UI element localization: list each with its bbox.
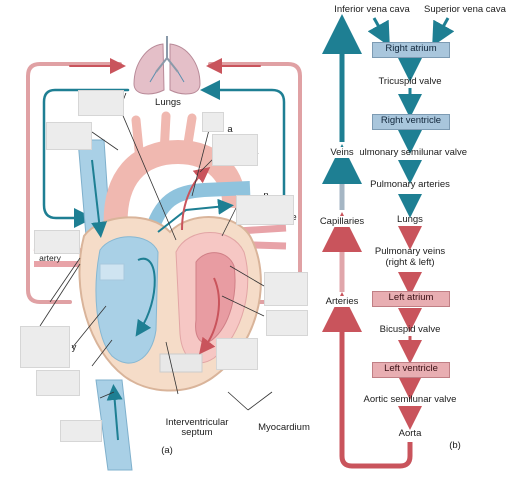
blank-label-box [236,195,294,225]
lungs-illustration [133,36,201,95]
pulmonary-veins-line2: (right & left) [385,257,435,268]
bicuspid-valve-label: Bicuspid valve [379,324,441,335]
blank-label-box [60,420,102,442]
inferior-vena-cava-label: Inferior vena cava [334,4,410,15]
fragment-label: artery [39,253,61,263]
aortic-semilunar-valve-label: Aortic semilunar valve [363,394,457,405]
blank-label-box [202,112,224,132]
blank-label-box [20,326,70,368]
pulmonary-arteries-label: Pulmonary arteries [370,179,450,190]
leader-lines [39,103,273,411]
fragment-label: a [227,124,233,135]
myocardium-label: Myocardium [258,422,310,433]
panel-b-caption: (b) [449,440,461,451]
heart-illustration [78,216,262,392]
right-atrium-box: Right atrium [372,42,450,58]
heart-flow-arrows [91,159,234,441]
aorta-label: Aorta [398,428,422,439]
septum-label-line2: septum [181,427,213,438]
panel-a-caption: (a) [161,445,173,456]
blank-label-box [78,90,124,116]
left-ventricle-box: Left ventricle [372,362,450,378]
blank-label-box [212,134,258,166]
blank-label-box [46,122,92,150]
pulmonary-veins-line1: Pulmonary veins [374,246,446,257]
fragment-label: y [121,90,127,101]
pulmonary-veins-label: Pulmonary veins (right & left) [360,246,460,268]
tricuspid-valve-label: Tricuspid valve [378,76,442,87]
flowchart-arrows [322,14,455,469]
blank-label-box [34,230,80,254]
capillaries-label: Capillaries [312,216,372,227]
blank-label-box [216,338,258,370]
septum-label-line1: Interventricular [165,417,229,428]
superior-vena-cava-label: Superior vena cava [424,4,506,15]
arteries-label: Arteries [318,296,366,307]
left-atrium-box: Left atrium [372,291,450,307]
fragment-label: y [71,342,77,353]
blank-label-box [266,310,308,336]
interventricular-septum-label: Interventricular septum [154,418,240,438]
veins-label: Veins [324,147,360,158]
lungs-flow-label: Lungs [397,214,423,225]
lungs-label: Lungs [155,97,181,108]
right-ventricle-box: Right ventricle [372,114,450,130]
blank-label-box [36,370,80,396]
pulmonary-semilunar-valve-label: Pulmonary semilunar valve [352,147,468,158]
blank-label-box [264,272,308,306]
